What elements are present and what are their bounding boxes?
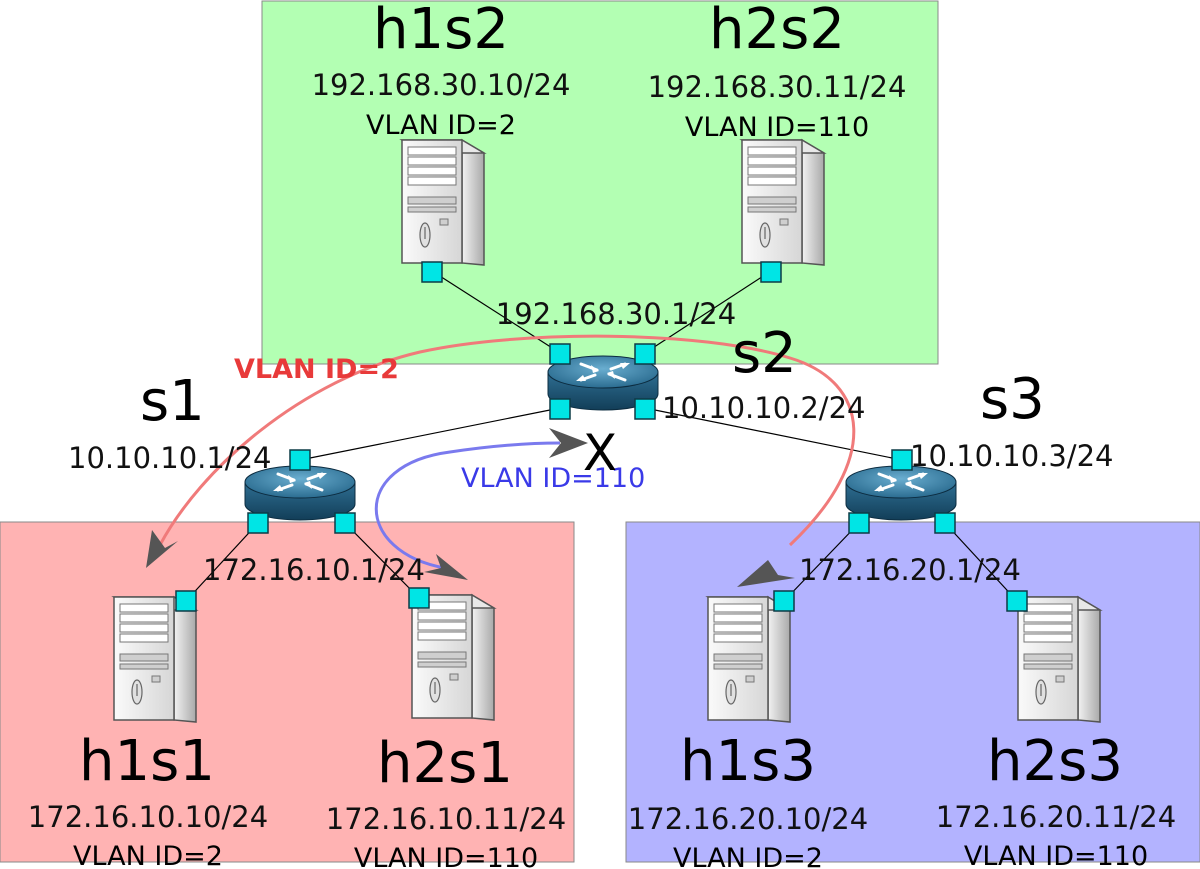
switch-s1-name: s1 — [140, 369, 205, 434]
host-h2s3-ip: 172.16.20.11/24 — [936, 800, 1176, 834]
switch-s1-lan-ip: 172.16.10.1/24 — [203, 553, 425, 587]
vlan2-arrowhead-right — [737, 560, 795, 587]
host-h1s3-name: h1s3 — [680, 729, 816, 794]
port — [634, 398, 656, 420]
link-s3-h2s3 — [944, 522, 1018, 602]
host-h2s2-icon — [741, 139, 825, 266]
host-h2s2-ip: 192.168.30.11/24 — [648, 70, 907, 104]
switch-s2-name: s2 — [732, 321, 797, 386]
host-h1s1-name: h1s1 — [79, 729, 215, 794]
port — [408, 587, 430, 609]
vlan2-flow-label: VLAN ID=2 — [234, 354, 399, 385]
vlan110-arrowhead — [549, 428, 588, 458]
link-s1-h1s1 — [185, 522, 259, 602]
port — [760, 261, 782, 283]
host-h2s3-name: h2s3 — [987, 729, 1123, 794]
port — [247, 512, 269, 534]
host-h1s3-vlan: VLAN ID=2 — [673, 843, 823, 869]
host-h1s2-ip: 192.168.30.10/24 — [312, 68, 571, 102]
host-h1s2-icon — [401, 139, 485, 266]
host-h1s3-ip: 172.16.20.10/24 — [628, 802, 868, 836]
host-h1s3-icon — [707, 596, 791, 723]
ports — [175, 261, 1028, 612]
port — [334, 512, 356, 534]
host-h2s1-vlan: VLAN ID=110 — [354, 843, 538, 869]
port — [891, 449, 913, 471]
host-h2s3-vlan: VLAN ID=110 — [964, 841, 1148, 869]
switch-s2-uplink-ip: 10.10.10.2/24 — [662, 391, 865, 425]
vlan2-arrowhead-left — [146, 530, 178, 568]
port — [848, 512, 870, 534]
blocked-mark: X — [583, 424, 617, 482]
host-h1s2-vlan: VLAN ID=2 — [366, 110, 516, 141]
port — [421, 261, 443, 283]
host-h1s1-vlan: VLAN ID=2 — [73, 841, 223, 869]
switch-s3-name: s3 — [980, 367, 1045, 432]
host-h1s1-icon — [113, 596, 197, 723]
switch-s1-uplink-ip: 10.10.10.1/24 — [68, 441, 271, 475]
port — [634, 343, 656, 365]
port — [1006, 590, 1028, 612]
vlan110-arrowhead-bottom — [424, 554, 468, 580]
host-h1s1-ip: 172.16.10.10/24 — [28, 800, 268, 834]
switch-s2-lan-ip: 192.168.30.1/24 — [496, 297, 736, 331]
link-s1-h2s1 — [344, 522, 420, 599]
port — [549, 398, 571, 420]
link-s2-h1s2 — [431, 270, 561, 354]
vlan110-flow-label: VLAN ID=110 — [461, 463, 645, 494]
port — [934, 512, 956, 534]
host-h2s2-name: h2s2 — [709, 0, 845, 62]
host-h2s2-vlan: VLAN ID=110 — [685, 112, 869, 143]
switch-s3-lan-ip: 172.16.20.1/24 — [799, 553, 1021, 587]
switch-s3-icon — [844, 464, 958, 522]
vlan2-flow-arrow — [158, 334, 856, 547]
host-h2s1-name: h2s1 — [377, 731, 513, 796]
switch-s3-uplink-ip: 10.10.10.3/24 — [910, 439, 1113, 473]
link-s1-s2 — [299, 407, 561, 461]
port — [773, 590, 795, 612]
port — [175, 590, 197, 612]
host-h2s1-ip: 172.16.10.11/24 — [326, 802, 566, 836]
links — [185, 270, 1018, 602]
s2-network-zone — [261, 0, 939, 365]
port — [289, 449, 311, 471]
link-s3-h1s3 — [783, 522, 860, 602]
host-h2s1-icon — [411, 594, 495, 721]
host-h1s2-name: h1s2 — [373, 0, 509, 62]
link-s2-s3 — [644, 407, 903, 461]
port — [549, 343, 571, 365]
host-h2s3-icon — [1017, 596, 1101, 723]
vlan110-flow-arrow — [374, 441, 561, 570]
